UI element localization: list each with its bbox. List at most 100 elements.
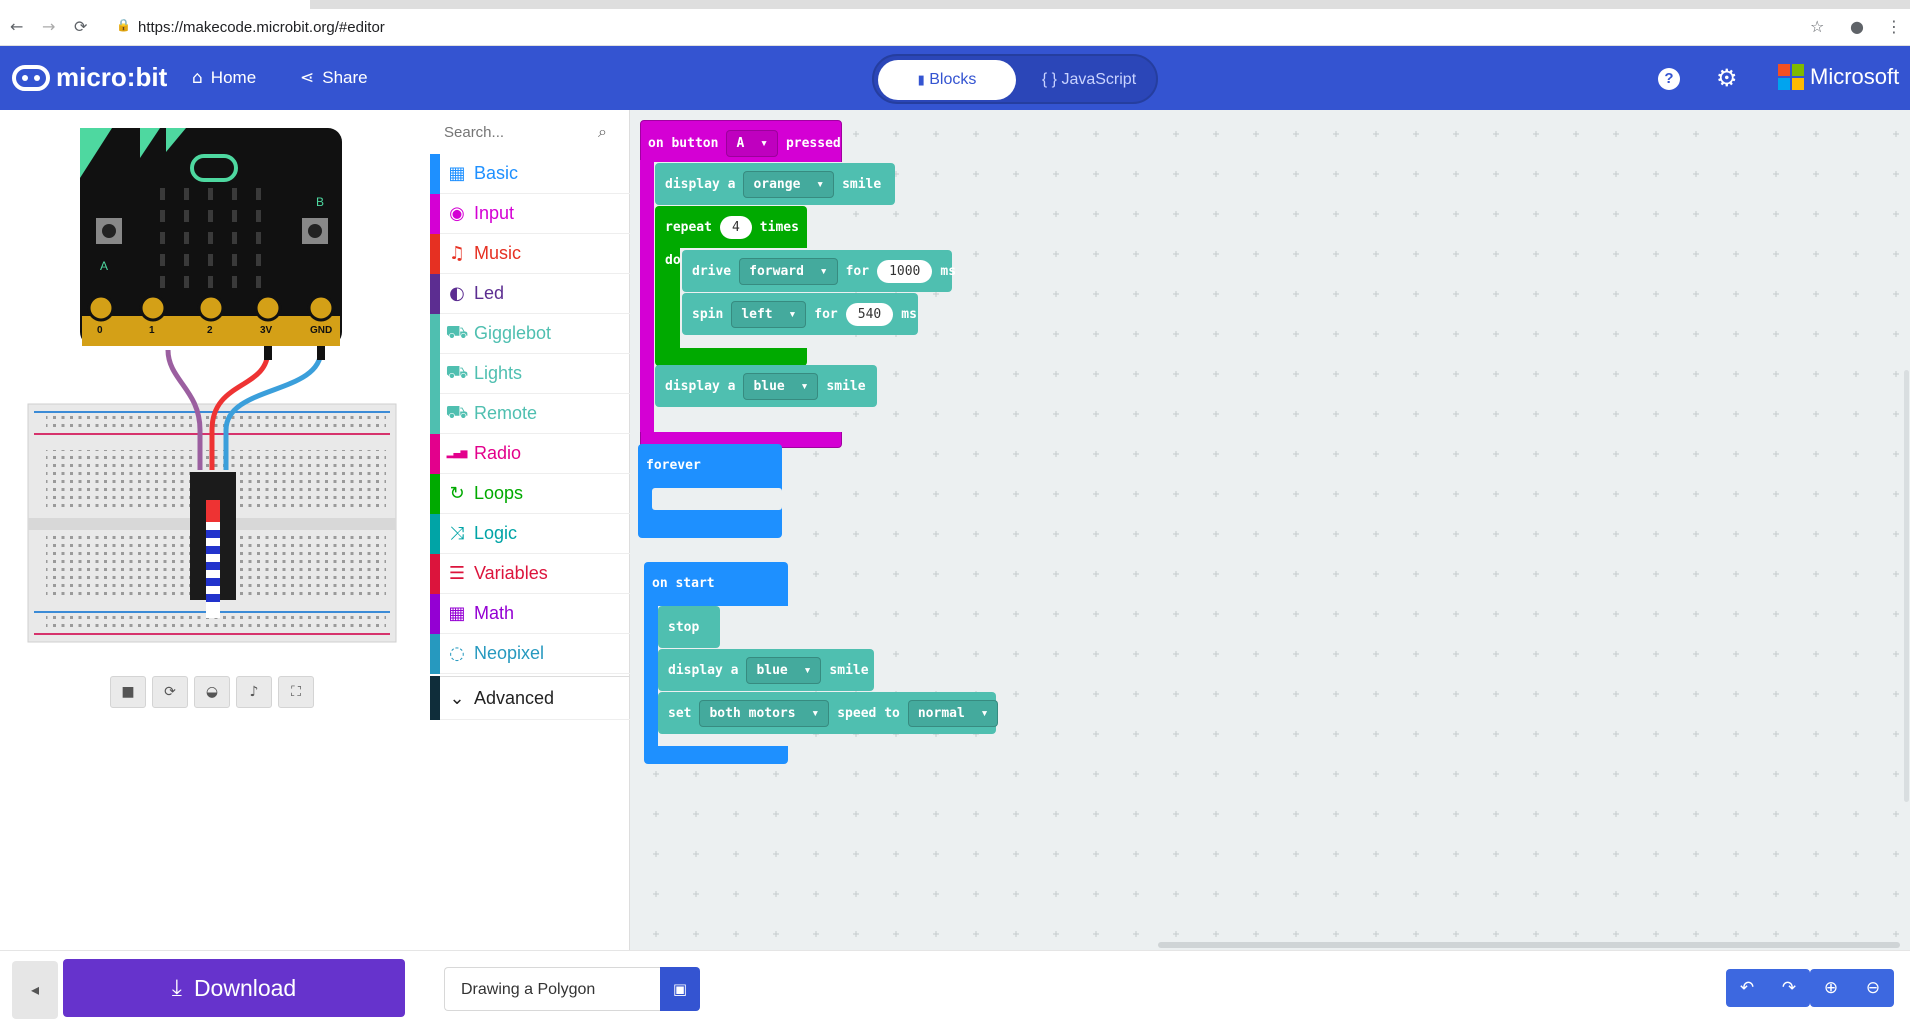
settings-button[interactable]: ⚙	[1716, 64, 1738, 92]
block-stop[interactable]: stop	[658, 606, 720, 648]
reload-icon[interactable]: ⟳	[74, 17, 88, 36]
category-math[interactable]: ▦Math	[430, 593, 630, 634]
block-display-blue-smile-start[interactable]: display a blue ▾ smile	[658, 649, 874, 691]
restart-simulator-button[interactable]: ⟳	[152, 676, 188, 708]
category-advanced[interactable]: ⌄ Advanced	[430, 676, 630, 720]
block-spin[interactable]: spin left ▾ for 540 ms	[682, 293, 918, 335]
category-input[interactable]: ◉Input	[430, 193, 630, 234]
category-color-bar	[430, 553, 440, 594]
pin-label-0: 0	[97, 325, 103, 336]
restart-icon: ⟳	[164, 684, 176, 700]
simulator-svg[interactable]: A B 0 1 2 3V GND	[0, 110, 430, 670]
collapse-simulator-button[interactable]: ◂	[12, 961, 58, 1019]
wire-red	[209, 349, 271, 470]
ring-icon: ◌	[449, 643, 465, 664]
star-icon[interactable]: ☆	[1810, 17, 1825, 36]
editor-footer: ◂ ⤓ Download ▣ ↶ ↷ ⊕ ⊖	[0, 950, 1910, 1025]
zoom-out-button[interactable]: ⊖	[1852, 969, 1894, 1007]
profile-icon[interactable]: ●	[1850, 17, 1864, 36]
share-icon: ⋖	[300, 68, 315, 88]
grid-icon: ▦	[448, 163, 466, 184]
category-led[interactable]: ◐Led	[430, 273, 630, 314]
tab-blocks[interactable]: ▮ Blocks	[878, 60, 1016, 100]
drive-ms-input[interactable]: 1000	[877, 259, 933, 283]
category-basic[interactable]: ▦Basic	[430, 153, 630, 194]
horizontal-scrollbar[interactable]	[1158, 942, 1900, 948]
category-music[interactable]: ♫Music	[430, 233, 630, 274]
blocks-workspace[interactable]: on button A ▾ pressed display a orange ▾…	[630, 110, 1910, 950]
speed-dropdown[interactable]: normal ▾	[907, 699, 999, 727]
category-color-bar	[430, 353, 440, 394]
tab-javascript[interactable]: { } JavaScript	[1041, 71, 1137, 88]
category-color-bar	[430, 233, 440, 274]
stop-icon: ■	[121, 684, 135, 700]
direction-dropdown[interactable]: forward ▾	[739, 257, 838, 285]
stop-simulator-button[interactable]: ■	[110, 676, 146, 708]
button-a-knob	[102, 224, 116, 238]
fullscreen-icon: ⛶	[291, 684, 301, 700]
help-button[interactable]: ?	[1658, 68, 1680, 90]
calculator-icon: ▦	[448, 603, 466, 624]
mute-button[interactable]: ♪	[236, 676, 272, 708]
address-bar[interactable]: https://makecode.microbit.org/#editor	[138, 19, 385, 36]
board-corner-decor	[166, 128, 186, 152]
lines-icon: ☰	[448, 563, 466, 584]
undo-icon: ↶	[1739, 978, 1755, 998]
toolbox: ⌕ ▦Basic◉Input♫Music◐Led⛟Gigglebot⛟Light…	[430, 110, 630, 950]
share-button[interactable]: ⋖ Share	[300, 68, 368, 88]
spin-ms-input[interactable]: 540	[845, 302, 894, 326]
vertical-scrollbar[interactable]	[1904, 370, 1909, 802]
category-logic[interactable]: ⤨Logic	[430, 513, 630, 554]
forward-arrow-icon[interactable]: →	[42, 17, 56, 36]
zoom-in-button[interactable]: ⊕	[1810, 969, 1852, 1007]
block-display-blue-smile[interactable]: display a blue ▾ smile	[655, 365, 877, 407]
help-icon: ?	[1658, 68, 1680, 90]
save-button[interactable]: ▣	[660, 967, 700, 1011]
home-button[interactable]: ⌂ Home	[192, 68, 257, 88]
repeat-count-input[interactable]: 4	[719, 215, 752, 239]
volume-icon: ♪	[249, 684, 259, 700]
motors-dropdown[interactable]: both motors ▾	[699, 699, 830, 727]
microsoft-logo[interactable]: Microsoft	[1778, 64, 1899, 90]
block-set-motors-speed[interactable]: set both motors ▾ speed to normal ▾	[658, 692, 999, 734]
project-name-input[interactable]	[461, 978, 651, 1002]
search-input[interactable]	[444, 120, 594, 144]
editor-mode-toggle: ▮ Blocks { } JavaScript	[872, 54, 1158, 104]
category-label: Led	[474, 283, 505, 303]
search-icon[interactable]: ⌕	[598, 122, 607, 141]
block-display-orange-smile[interactable]: display a orange ▾ smile	[655, 163, 895, 205]
pin-0[interactable]	[87, 294, 115, 322]
home-icon: ⌂	[192, 68, 203, 88]
category-radio[interactable]: ▂▄▆Radio	[430, 433, 630, 474]
app-header: micro:bit ⌂ Home ⋖ Share ▮ Blocks { } Ja…	[0, 46, 1910, 110]
category-neopixel[interactable]: ◌Neopixel	[430, 633, 630, 674]
pin-1[interactable]	[139, 294, 167, 322]
redo-button[interactable]: ↷	[1768, 969, 1810, 1007]
undo-button[interactable]: ↶	[1726, 969, 1768, 1007]
category-label: Gigglebot	[474, 323, 552, 343]
category-remote[interactable]: ⛟Remote	[430, 393, 630, 434]
category-color-bar	[430, 313, 440, 354]
slowmo-button[interactable]: ◒	[194, 676, 230, 708]
menu-kebab-icon[interactable]: ⋮	[1886, 17, 1902, 36]
color-dropdown[interactable]: orange ▾	[743, 170, 835, 198]
color-dropdown[interactable]: blue ▾	[746, 656, 822, 684]
download-button[interactable]: ⤓ Download	[63, 959, 405, 1017]
pin-gnd[interactable]	[307, 294, 335, 322]
toolbox-search: ⌕	[430, 110, 630, 154]
microbit-logo[interactable]: micro:bit	[12, 62, 167, 93]
color-dropdown[interactable]: blue ▾	[743, 372, 819, 400]
category-gigglebot[interactable]: ⛟Gigglebot	[430, 313, 630, 354]
pin-3v[interactable]	[254, 294, 282, 322]
fullscreen-button[interactable]: ⛶	[278, 676, 314, 708]
category-loops[interactable]: ↻Loops	[430, 473, 630, 514]
pin-2[interactable]	[197, 294, 225, 322]
category-lights[interactable]: ⛟Lights	[430, 353, 630, 394]
category-variables[interactable]: ☰ Variables	[430, 553, 630, 594]
button-dropdown[interactable]: A ▾	[726, 129, 778, 157]
back-arrow-icon[interactable]: ←	[10, 17, 24, 36]
block-drive[interactable]: drive forward ▾ for 1000 ms	[682, 250, 956, 292]
pin-label-gnd: GND	[310, 325, 332, 336]
category-label: Variables	[474, 563, 548, 583]
spin-direction-dropdown[interactable]: left ▾	[731, 300, 807, 328]
